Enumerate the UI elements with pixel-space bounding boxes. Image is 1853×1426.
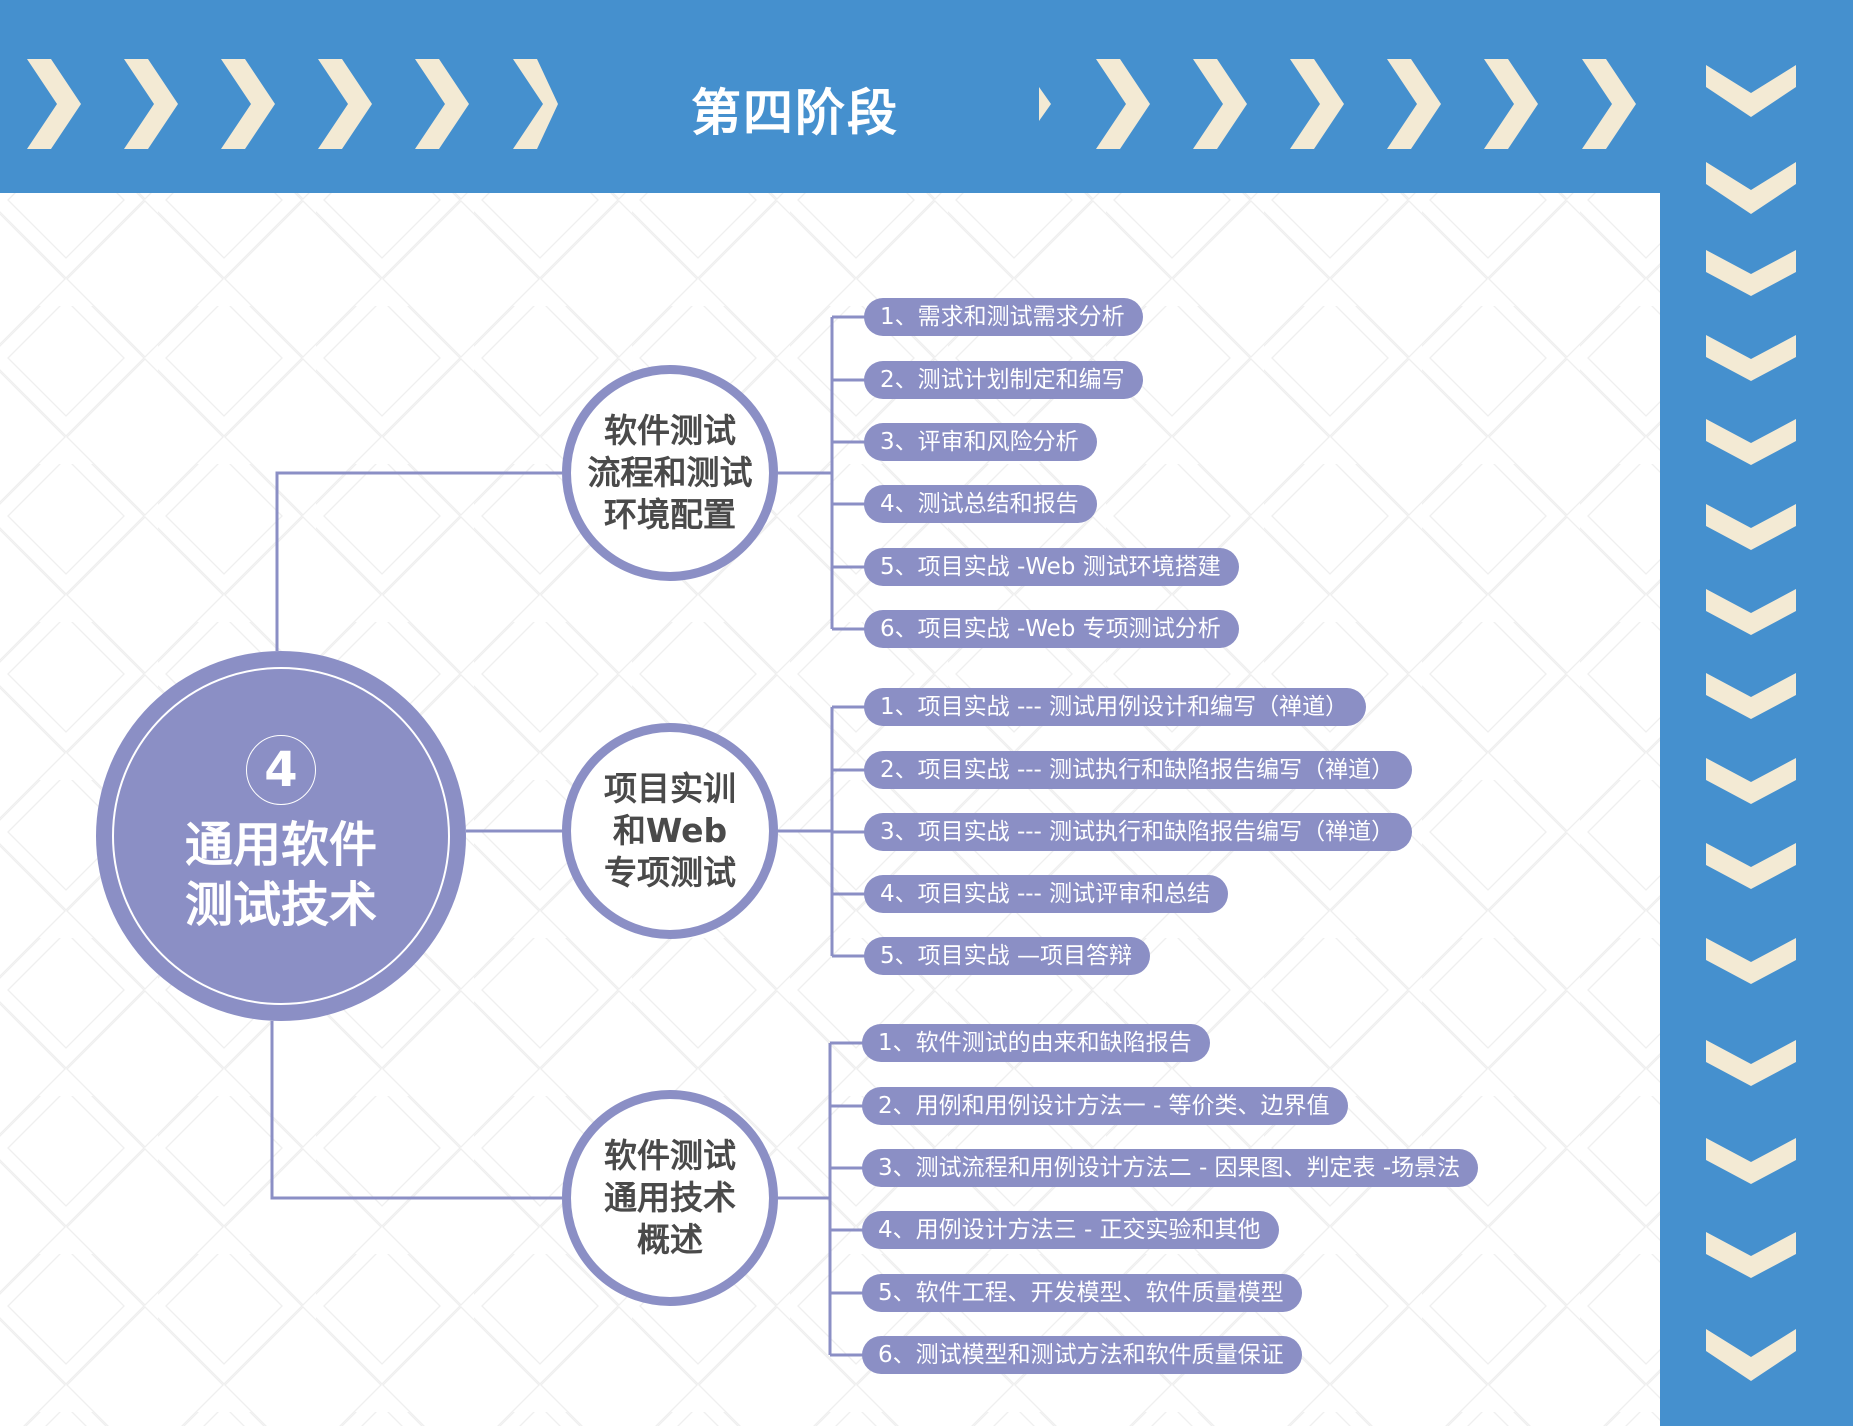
branch-node-test-process[interactable]: 软件测试 流程和测试 环境配置: [562, 365, 778, 581]
chevron-right-icon: [1193, 59, 1247, 149]
chevron-down-icon: [1706, 250, 1796, 296]
chevron-right-icon: [318, 59, 372, 149]
topic-pill[interactable]: 5、软件工程、开发模型、软件质量模型: [862, 1274, 1302, 1312]
topic-pill[interactable]: 4、用例设计方法三 - 正交实验和其他: [862, 1211, 1279, 1249]
chevron-right-icon: [1387, 59, 1441, 149]
branch-label: 项目实训 和Web 专项测试: [604, 769, 736, 892]
central-topic-node[interactable]: 4 通用软件 测试技术: [96, 651, 466, 1021]
stage-number-badge: 4: [246, 735, 316, 805]
chevron-down-icon: [1706, 938, 1796, 984]
chevron-down-icon: [1706, 162, 1796, 214]
chevron-down-icon: [1706, 419, 1796, 465]
topic-pill[interactable]: 2、用例和用例设计方法一 - 等价类、边界值: [862, 1087, 1348, 1125]
central-topic-inner-ring: [112, 667, 450, 1005]
central-topic-title: 通用软件 测试技术: [184, 817, 377, 933]
branch-node-general-tech[interactable]: 软件测试 通用技术 概述: [562, 1090, 778, 1306]
chevron-right-partial-icon: [1039, 87, 1051, 121]
chevron-down-icon: [1706, 843, 1796, 889]
chevron-down-icon: [1706, 1329, 1796, 1381]
chevron-right-icon: [415, 59, 469, 149]
chevron-down-icon: [1706, 65, 1796, 117]
topic-pill[interactable]: 5、项目实战 —项目答辩: [864, 937, 1150, 975]
chevron-right-icon: [1096, 59, 1150, 149]
topic-pill[interactable]: 3、测试流程和用例设计方法二 - 因果图、判定表 -场景法: [862, 1149, 1479, 1187]
chevron-down-icon: [1706, 673, 1796, 719]
topic-pill[interactable]: 2、项目实战 --- 测试执行和缺陷报告编写（禅道）: [864, 751, 1413, 789]
topic-pill[interactable]: 5、项目实战 -Web 测试环境搭建: [864, 548, 1239, 586]
topic-pill[interactable]: 1、需求和测试需求分析: [864, 298, 1143, 336]
topic-pill[interactable]: 4、测试总结和报告: [864, 485, 1097, 523]
branch-label: 软件测试 通用技术 概述: [604, 1136, 736, 1259]
chevron-down-icon: [1706, 335, 1796, 381]
topic-pill[interactable]: 4、项目实战 --- 测试评审和总结: [864, 875, 1229, 913]
topic-pill[interactable]: 3、项目实战 --- 测试执行和缺陷报告编写（禅道）: [864, 813, 1413, 851]
header-banner: [0, 0, 1853, 193]
chevron-down-icon: [1706, 1138, 1796, 1184]
topic-pill[interactable]: 6、项目实战 -Web 专项测试分析: [864, 610, 1239, 648]
topic-pill[interactable]: 3、评审和风险分析: [864, 423, 1097, 461]
chevron-down-icon: [1706, 504, 1796, 550]
chevron-right-icon: [1582, 59, 1636, 149]
chevron-right-icon: [1484, 59, 1538, 149]
chevron-down-icon: [1706, 1040, 1796, 1086]
branch-label: 软件测试 流程和测试 环境配置: [587, 411, 753, 534]
chevron-down-icon: [1706, 589, 1796, 635]
chevron-right-icon: [1290, 59, 1344, 149]
chevron-right-icon: [513, 59, 558, 149]
branch-node-project-web[interactable]: 项目实训 和Web 专项测试: [562, 723, 778, 939]
topic-pill[interactable]: 1、项目实战 --- 测试用例设计和编写（禅道）: [864, 688, 1367, 726]
chevron-right-icon: [124, 59, 178, 149]
topic-pill[interactable]: 2、测试计划制定和编写: [864, 361, 1143, 399]
chevron-right-icon: [221, 59, 275, 149]
chevron-right-icon: [27, 59, 81, 149]
chevron-down-icon: [1706, 758, 1796, 804]
topic-pill[interactable]: 1、软件测试的由来和缺陷报告: [862, 1024, 1210, 1062]
topic-pill[interactable]: 6、测试模型和测试方法和软件质量保证: [862, 1336, 1302, 1374]
chevron-down-icon: [1706, 1232, 1796, 1278]
page-title: 第四阶段: [691, 84, 899, 142]
